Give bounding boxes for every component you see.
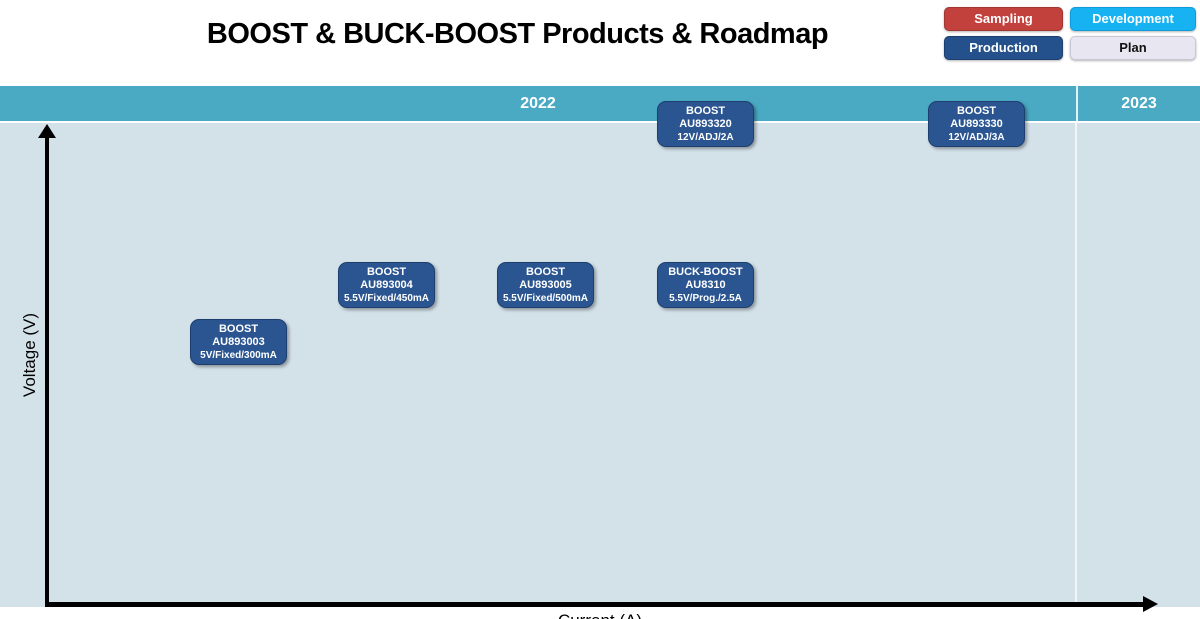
product-spec: 5.5V/Fixed/500mA bbox=[502, 292, 589, 304]
product-box-au8310: BUCK-BOOST AU8310 5.5V/Prog./2.5A bbox=[657, 262, 754, 308]
x-axis-line bbox=[45, 602, 1145, 607]
legend-sampling-badge: Sampling bbox=[944, 7, 1063, 31]
product-type: BUCK-BOOST bbox=[668, 265, 743, 278]
x-axis-arrow-icon bbox=[1143, 596, 1158, 612]
legend-development-badge: Development bbox=[1070, 7, 1196, 31]
product-box-au893004: BOOST AU893004 5.5V/Fixed/450mA bbox=[338, 262, 435, 308]
y-axis-arrow-icon bbox=[38, 124, 56, 138]
product-type: BOOST bbox=[525, 265, 566, 278]
product-type: BOOST bbox=[218, 322, 259, 335]
product-spec: 12V/ADJ/3A bbox=[948, 131, 1005, 143]
product-part: AU893005 bbox=[519, 278, 572, 291]
product-box-au893005: BOOST AU893005 5.5V/Fixed/500mA bbox=[497, 262, 594, 308]
product-type: BOOST bbox=[956, 104, 997, 117]
product-part: AU893003 bbox=[212, 335, 265, 348]
timeline-year-2023: 2023 bbox=[1076, 86, 1200, 121]
product-type: BOOST bbox=[685, 104, 726, 117]
legend-production-badge: Production bbox=[944, 36, 1063, 60]
year-column-divider bbox=[1075, 123, 1077, 607]
status-legend: Sampling Development Production Plan bbox=[944, 7, 1196, 60]
roadmap-plot-area: Voltage (V) bbox=[0, 123, 1200, 612]
product-spec: 5.5V/Fixed/450mA bbox=[343, 292, 430, 304]
product-box-au893330: BOOST AU893330 12V/ADJ/3A bbox=[928, 101, 1025, 147]
product-part: AU8310 bbox=[685, 278, 726, 291]
product-spec: 5.5V/Prog./2.5A bbox=[669, 292, 742, 304]
product-box-au893003: BOOST AU893003 5V/Fixed/300mA bbox=[190, 319, 287, 365]
product-box-au893320: BOOST AU893320 12V/ADJ/2A bbox=[657, 101, 754, 147]
product-part: AU893004 bbox=[360, 278, 413, 291]
page-title: BOOST & BUCK-BOOST Products & Roadmap bbox=[206, 18, 829, 50]
legend-plan-badge: Plan bbox=[1070, 36, 1196, 60]
y-axis-line bbox=[45, 137, 49, 607]
product-type: BOOST bbox=[366, 265, 407, 278]
product-part: AU893330 bbox=[950, 117, 1003, 130]
product-part: AU893320 bbox=[679, 117, 732, 130]
timeline-year-2022: 2022 bbox=[520, 94, 556, 112]
x-axis-label: Current (A) bbox=[0, 611, 1200, 619]
product-spec: 5V/Fixed/300mA bbox=[200, 349, 277, 361]
product-spec: 12V/ADJ/2A bbox=[677, 131, 734, 143]
y-axis-label: Voltage (V) bbox=[20, 312, 39, 398]
